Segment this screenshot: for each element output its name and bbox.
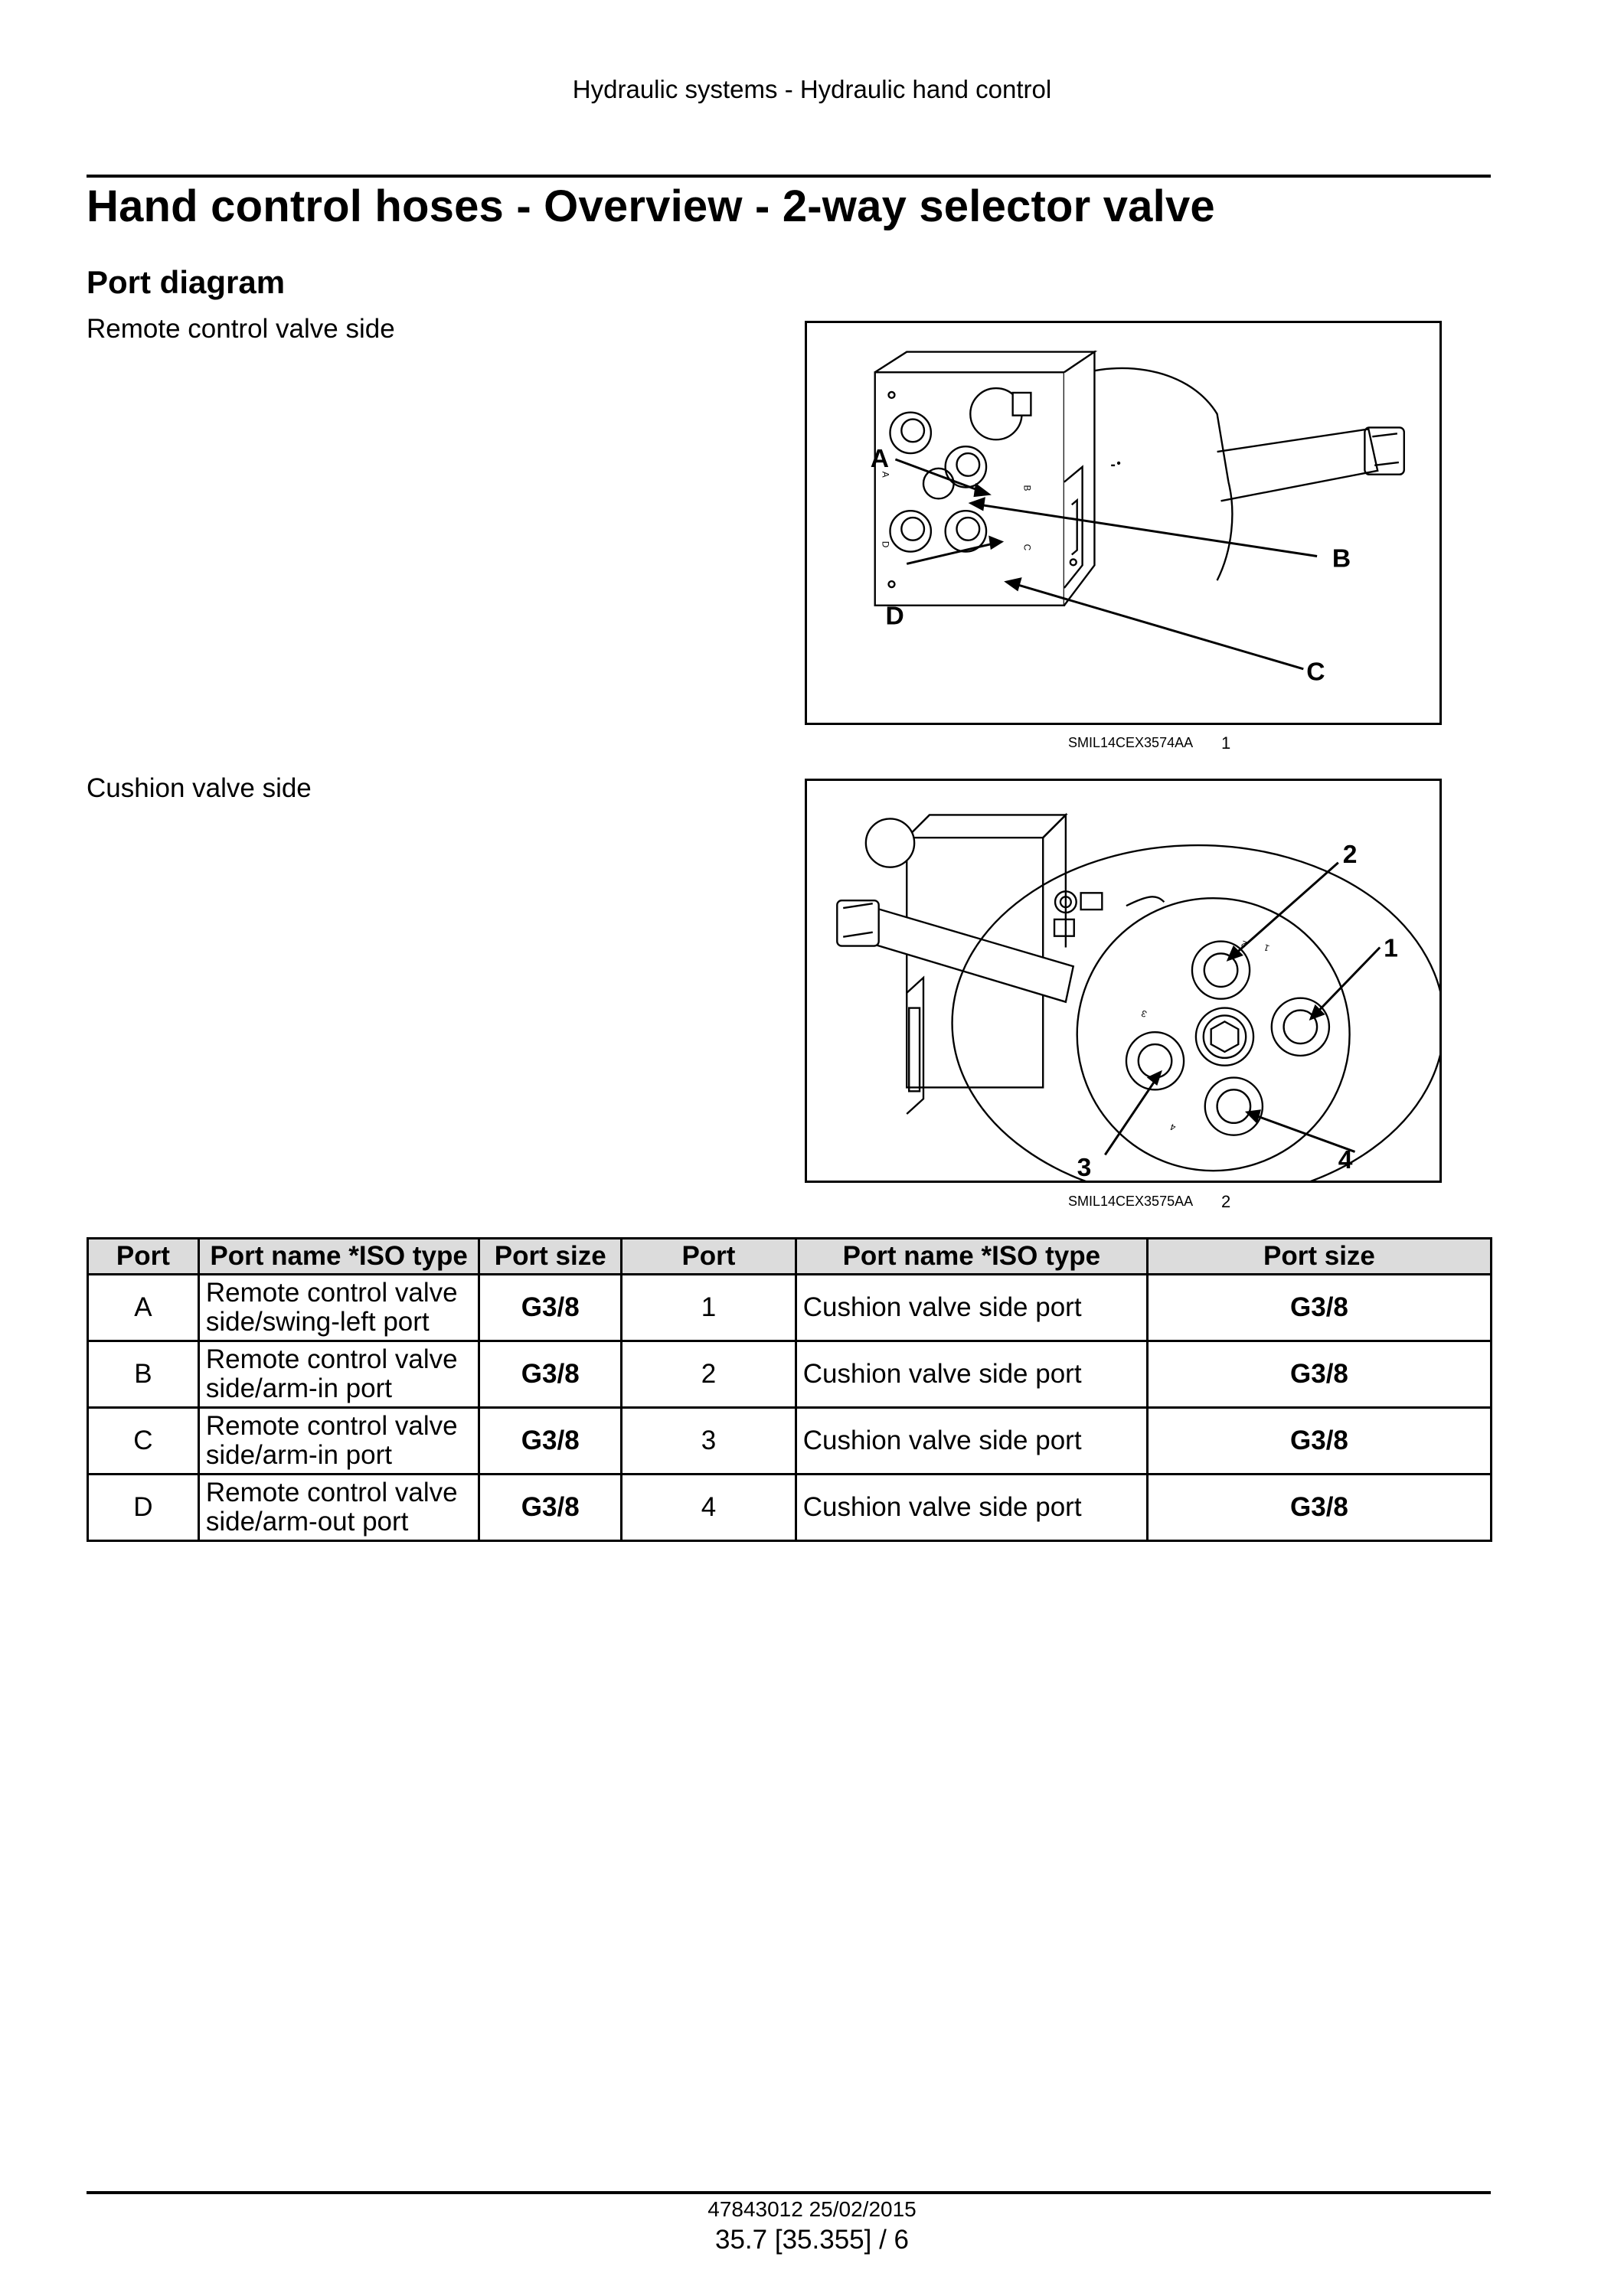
port-size-cell: G3/8	[478, 1473, 623, 1542]
port-cell: 3	[620, 1406, 797, 1475]
figure-number: 1	[1221, 733, 1231, 753]
port-size-cell: G3/8	[1145, 1473, 1493, 1542]
figure-number: 2	[1221, 1192, 1231, 1211]
figure-1-side-label: Remote control valve side	[87, 314, 395, 344]
port-name-cell: Remote control valve side/arm-out port	[197, 1473, 481, 1542]
figure-2-caption: SMIL14CEX3575AA 2	[1068, 1192, 1230, 1211]
callout-label: B	[1332, 544, 1351, 573]
port-size-cell: G3/8	[478, 1273, 623, 1342]
port-size-cell: G3/8	[1145, 1406, 1493, 1475]
page-title: Hand control hoses - Overview - 2-way se…	[87, 181, 1215, 231]
column-header: Port name *ISO type	[794, 1237, 1149, 1275]
port-cell: C	[87, 1406, 200, 1475]
port-name-cell: Remote control valve side/arm-in port	[197, 1340, 481, 1409]
callout-label: 2	[1343, 841, 1358, 869]
port-cell: B	[87, 1340, 200, 1409]
table-row: B Remote control valve side/arm-in port …	[87, 1340, 1493, 1409]
port-name-cell: Remote control valve side/arm-in port	[197, 1406, 481, 1475]
column-header: Port size	[478, 1237, 623, 1275]
callout-label: D	[886, 602, 904, 630]
column-header: Port name *ISO type	[197, 1237, 481, 1275]
engraved-letter: B	[1021, 485, 1032, 492]
column-header: Port size	[1145, 1237, 1493, 1275]
callout-label: 4	[1338, 1146, 1353, 1174]
callout-label: 3	[1077, 1154, 1092, 1181]
column-header: Port	[87, 1237, 200, 1275]
port-name-cell: Cushion valve side port	[794, 1340, 1149, 1409]
table-row: C Remote control valve side/arm-in port …	[87, 1406, 1493, 1475]
port-size-cell: G3/8	[478, 1406, 623, 1475]
port-table: Port Port name *ISO type Port size Port …	[87, 1237, 1493, 1542]
engraved-number: 3	[1139, 1008, 1148, 1020]
header-rule	[87, 175, 1491, 178]
engraved-number: 4	[1168, 1122, 1177, 1134]
table-row: A Remote control valve side/swing-left p…	[87, 1273, 1493, 1342]
figure-1-remote-control-valve-diagram: A B C D A B C D	[805, 321, 1442, 725]
callout-label: A	[871, 445, 889, 473]
engraved-number: 2	[1240, 938, 1248, 949]
port-cell: 1	[620, 1273, 797, 1342]
port-cell: 4	[620, 1473, 797, 1542]
page-reference: 35.7 [35.355] / 6	[715, 2225, 909, 2255]
engraved-number: 1	[1262, 942, 1270, 954]
port-size-cell: G3/8	[478, 1340, 623, 1409]
port-cell: A	[87, 1273, 200, 1342]
figure-2-cushion-valve-diagram: 1 2 3 4 1 2 3 4	[805, 779, 1442, 1183]
cushion-valve-illustration: 1 2 3 4 1 2 3 4	[836, 812, 1439, 1181]
port-cell: D	[87, 1473, 200, 1542]
figure-1-caption: SMIL14CEX3574AA 1	[1068, 733, 1230, 753]
port-size-cell: G3/8	[1145, 1340, 1493, 1409]
port-name-cell: Cushion valve side port	[794, 1406, 1149, 1475]
table-header-row: Port Port name *ISO type Port size Port …	[87, 1237, 1493, 1275]
port-name-cell: Cushion valve side port	[794, 1273, 1149, 1342]
document-reference: 47843012 25/02/2015	[707, 2197, 917, 2221]
figure-code: SMIL14CEX3575AA	[1068, 1194, 1194, 1209]
engraved-letter: D	[881, 541, 891, 548]
callout-label: C	[1306, 658, 1325, 687]
figure-2-side-label: Cushion valve side	[87, 773, 312, 803]
column-header: Port	[620, 1237, 797, 1275]
footer-rule	[87, 2191, 1491, 2194]
running-header: Hydraulic systems - Hydraulic hand contr…	[572, 75, 1052, 103]
table-row: D Remote control valve side/arm-out port…	[87, 1473, 1493, 1542]
figure-code: SMIL14CEX3574AA	[1068, 735, 1194, 750]
port-size-cell: G3/8	[1145, 1273, 1493, 1342]
valve-block-illustration: A B C D A B C D	[871, 350, 1405, 687]
port-name-cell: Cushion valve side port	[794, 1473, 1149, 1542]
engraved-letter: A	[881, 472, 891, 478]
port-name-cell: Remote control valve side/swing-left por…	[197, 1273, 481, 1342]
callout-label: 1	[1384, 934, 1398, 962]
section-title: Port diagram	[87, 264, 286, 300]
port-cell: 2	[620, 1340, 797, 1409]
engraved-letter: C	[1021, 544, 1032, 551]
